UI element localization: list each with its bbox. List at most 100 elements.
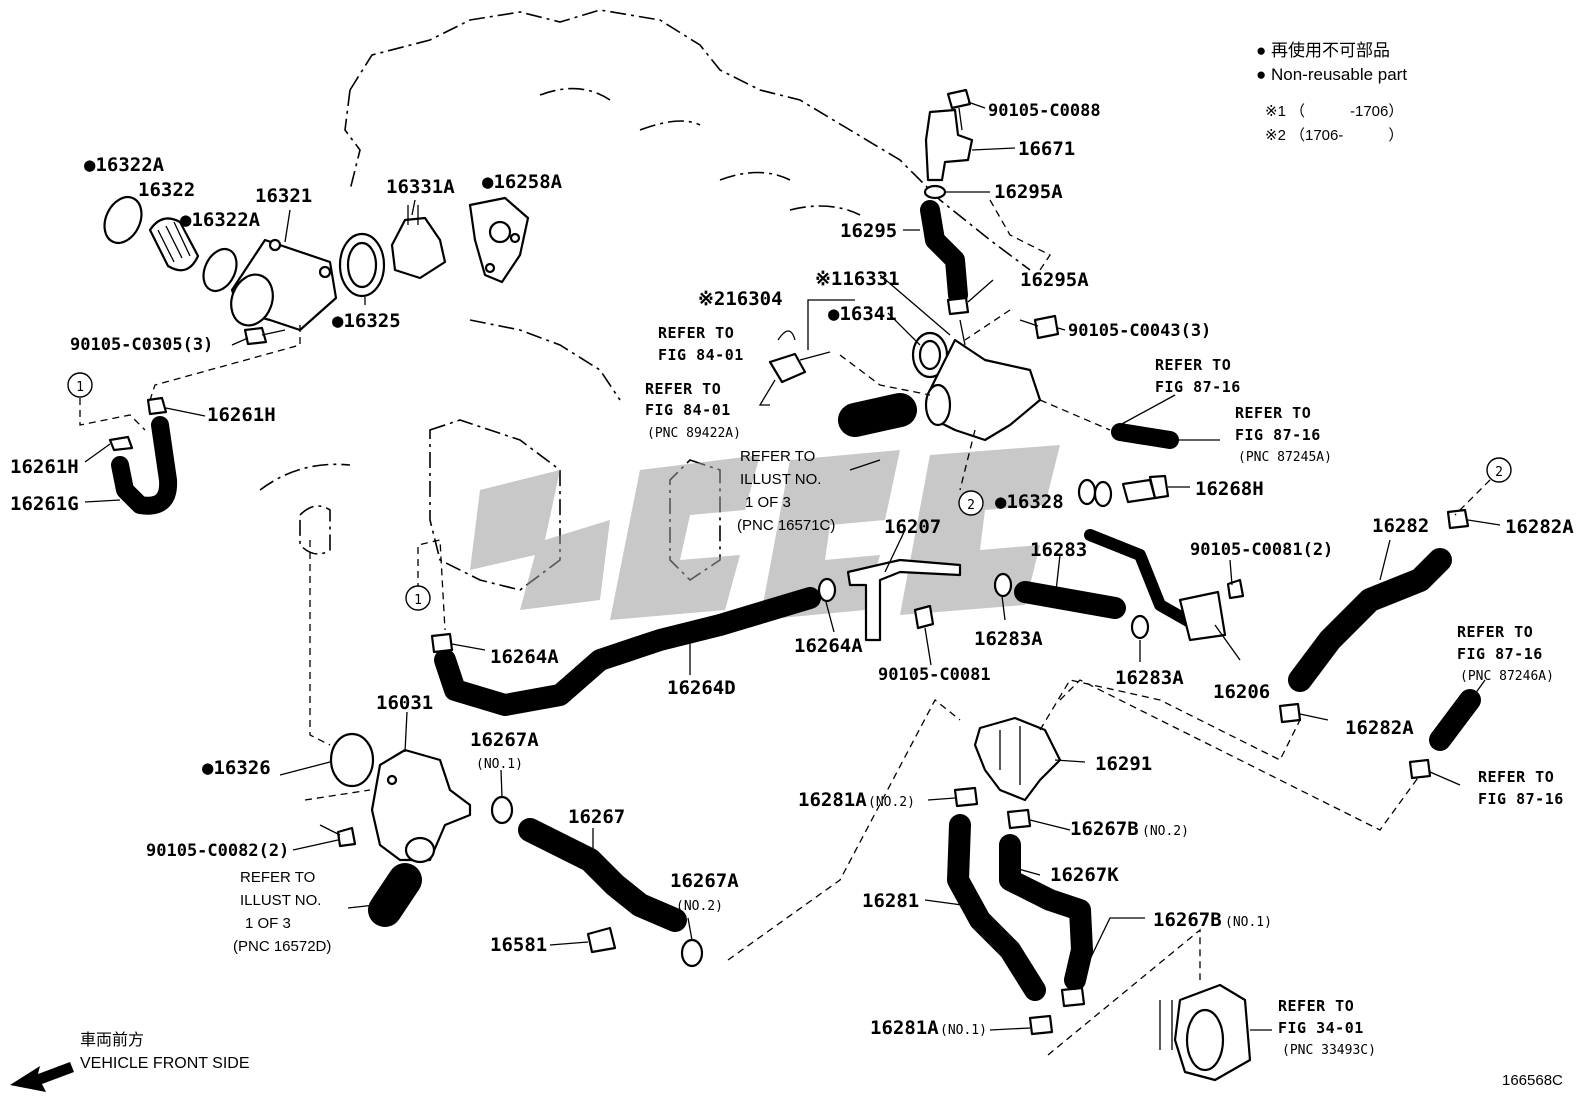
refer-fig-84-01-a: REFER TO FIG 84-01: [658, 324, 743, 364]
part-16322-hose: [148, 217, 200, 272]
label-16291: 16291: [1095, 753, 1152, 775]
part-16295A-clamp-mid: [946, 296, 970, 316]
vehicle-front-indicator: 車両前方 VEHICLE FRONT SIDE: [10, 1031, 250, 1092]
pipe-illust-16572D: [368, 863, 422, 927]
label-16267B-no2: 16267B: [1070, 818, 1139, 840]
part-labels: ●16322A 16322 ●16322A 16321 16331A ●1625…: [10, 101, 1574, 1039]
svg-text:(PNC 87246A): (PNC 87246A): [1460, 669, 1554, 684]
svg-text:ILLUST NO.: ILLUST NO.: [740, 471, 821, 488]
label-16267A-no2: 16267A: [670, 870, 739, 892]
svg-text:(PNC 87245A): (PNC 87245A): [1238, 450, 1332, 465]
label-16282A-mid: 16282A: [1345, 717, 1414, 739]
phantom-connectors: [79, 199, 1491, 1056]
part-16282A-clamp-mid: [1278, 702, 1302, 724]
svg-text:1 OF 3: 1 OF 3: [245, 915, 291, 932]
label-16283A-right: 16283A: [1115, 667, 1184, 689]
part-16267B-clamp-no1: [1060, 986, 1086, 1008]
svg-text:FIG 87-16: FIG 87-16: [1155, 378, 1241, 396]
part-16281A-clamp-no2: [953, 786, 979, 808]
callout-circle-2-mid: 2: [958, 490, 984, 516]
part-16326-gasket: [329, 732, 375, 788]
part-16264A-clamp-left: [430, 632, 454, 654]
part-16322A-gasket-2: [202, 247, 238, 293]
svg-text:REFER TO: REFER TO: [1155, 356, 1231, 374]
label-90105-C0043: 90105-C0043(3): [1068, 321, 1211, 341]
legend-note1-range: （ -1706）: [1290, 103, 1403, 120]
callout-circle-icon: [405, 585, 431, 611]
part-16267B-clamp-no2: [1006, 808, 1032, 830]
label-16267A-no2-sub: (NO.2): [676, 899, 723, 914]
label-90105-C0088: 90105-C0088: [988, 101, 1101, 121]
part-90105-C0081-bolt: [913, 604, 935, 630]
part-16267A-clamp-no2: [680, 938, 704, 968]
label-16206: 16206: [1213, 681, 1270, 703]
label-16581: 16581: [490, 934, 547, 956]
pipe-illust-16571C: [838, 393, 917, 437]
refer-illust-16571C: REFER TO ILLUST NO. 1 OF 3 (PNC 16571C): [737, 448, 835, 534]
label-90105-C0081-2: 90105-C0081(2): [1190, 540, 1333, 560]
label-16283A-left: 16283A: [974, 628, 1043, 650]
svg-text:(PNC 89422A): (PNC 89422A): [647, 426, 741, 441]
svg-text:REFER TO: REFER TO: [240, 869, 315, 886]
part-16264D-pipe: [434, 587, 821, 716]
part-16261G-hose: [111, 416, 178, 515]
legend-note2-mark: ※2: [1265, 127, 1286, 144]
part-16264A-clamp-mid: [817, 577, 837, 603]
label-16267B-no1: 16267B: [1153, 909, 1222, 931]
label-16295: 16295: [840, 220, 897, 242]
legend-note2-range: （1706- ）: [1290, 127, 1403, 144]
label-16267K: 16267K: [1050, 864, 1119, 886]
part-90105-C0081-2-bolt: [1226, 578, 1245, 600]
label-16264A-mid: 16264A: [794, 635, 863, 657]
part-16281A-clamp-no1: [1028, 1014, 1054, 1036]
label-16322A-top: ●16322A: [84, 154, 165, 176]
svg-text:(PNC 33493C): (PNC 33493C): [1282, 1043, 1376, 1058]
part-90105-C0082-bolt: [319, 824, 357, 848]
svg-text:REFER TO: REFER TO: [1278, 997, 1354, 1015]
label-90105-C0082: 90105-C0082(2): [146, 841, 289, 861]
part-16268H-plug: [1121, 474, 1170, 504]
label-16281A-no1: 16281A: [870, 1017, 939, 1039]
front-arrow-icon: [10, 1062, 74, 1092]
callout-circle-1-top: 1: [67, 372, 93, 398]
figure-code: 166568C: [1502, 1072, 1563, 1089]
front-label-en: VEHICLE FRONT SIDE: [80, 1055, 250, 1072]
svg-text:FIG 84-01: FIG 84-01: [645, 401, 731, 419]
callout-circle-1-mid: 1: [405, 585, 431, 611]
svg-text:FIG 34-01: FIG 34-01: [1278, 1019, 1364, 1037]
label-16207: 16207: [884, 516, 941, 538]
label-16328: ●16328: [995, 491, 1064, 513]
label-16326: ●16326: [202, 757, 271, 779]
label-90105-C0081: 90105-C0081: [878, 665, 991, 685]
svg-text:REFER TO: REFER TO: [658, 324, 734, 342]
part-16267K-hose: [999, 834, 1093, 991]
label-16321: 16321: [255, 185, 312, 207]
legend-line-en: ● Non-reusable part: [1256, 65, 1407, 84]
leader-lines: [84, 101, 1501, 1031]
part-16206-pipe: [1084, 529, 1227, 642]
part-16321-water-inlet: [230, 238, 338, 332]
label-16341: ●16341: [828, 303, 897, 325]
label-16322: 16322: [138, 179, 195, 201]
label-16031: 16031: [376, 692, 433, 714]
label-16281A-no2-sub: (NO.2): [868, 795, 915, 810]
label-16325: ●16325: [332, 310, 401, 332]
part-16291-joint: [973, 716, 1062, 802]
part-16031-water-inlet-housing: [370, 748, 472, 864]
part-16258A-gasket: [468, 196, 530, 284]
label-16281A-no1-sub: (NO.1): [940, 1023, 987, 1038]
part-16283A-clamp-right: [1130, 614, 1150, 640]
front-label-jp: 車両前方: [80, 1031, 144, 1049]
refer-illust-16572D: REFER TO ILLUST NO. 1 OF 3 (PNC 16572D): [233, 869, 331, 955]
clamp-fig87-16-d: [1408, 758, 1432, 780]
hose-fig87-16-a: [1111, 423, 1179, 449]
svg-text:REFER TO: REFER TO: [645, 380, 721, 398]
callout-label: 1: [414, 593, 422, 608]
svg-text:REFER TO: REFER TO: [1478, 768, 1554, 786]
label-16281A-no2: 16281A: [798, 789, 867, 811]
label-16282: 16282: [1372, 515, 1429, 537]
svg-text:ILLUST NO.: ILLUST NO.: [240, 892, 321, 909]
label-16671: 16671: [1018, 138, 1075, 160]
label-16295A-mid: 16295A: [1020, 269, 1089, 291]
